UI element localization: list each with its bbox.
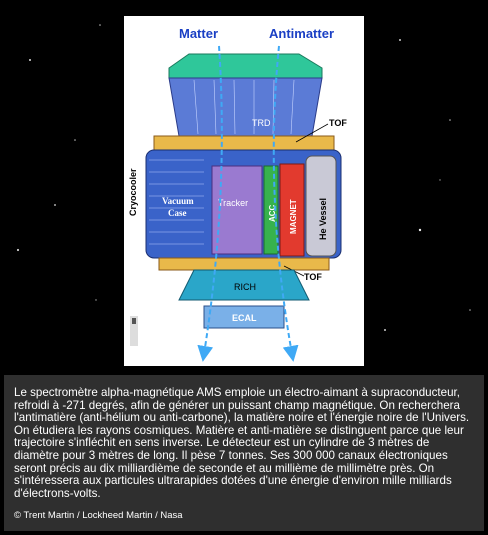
tof-bottom-label: TOF (304, 272, 322, 282)
ecal (203, 305, 285, 329)
vacuum-case-line-1: Vacuum (162, 196, 194, 206)
starfield-background (16, 24, 471, 331)
vacuum-case-line-2: Case (168, 208, 187, 218)
tracker-label: Tracker (218, 198, 248, 208)
ams-diagram: Matter Antimatter TRD TOF Vacuum Case Cr… (124, 16, 364, 366)
antimatter-label: Antimatter (269, 26, 334, 41)
tof-bottom-ring (158, 257, 330, 271)
trd-label: TRD (252, 118, 271, 128)
photo-credit: © Trent Martin / Lockheed Martin / Nasa (14, 510, 183, 521)
acc-counter (263, 165, 279, 255)
matter-trajectory (197, 45, 223, 362)
trd-body (168, 77, 323, 137)
antimatter-trajectory (272, 45, 299, 362)
rich-label: RICH (234, 282, 256, 292)
rich (178, 269, 310, 301)
he-vessel (305, 155, 337, 257)
tof-top-label: TOF (329, 118, 347, 128)
magnet-label: MAGNET (289, 199, 298, 234)
caption-text: Le spectromètre alpha-magnétique AMS emp… (14, 386, 470, 500)
caption-box: Le spectromètre alpha-magnétique AMS emp… (4, 375, 484, 531)
tof-top-ring (153, 135, 335, 151)
matter-label: Matter (179, 26, 218, 41)
he-vessel-label: He Vessel (318, 198, 328, 240)
acc-label: ACC (268, 204, 277, 222)
magnet (279, 163, 305, 257)
tof-top-leader (295, 123, 329, 143)
cryocooler-label: Cryocooler (128, 168, 138, 216)
trd-top-plate (168, 53, 323, 79)
vacuum-case-label: Vacuum Case (162, 196, 196, 218)
ecal-label: ECAL (232, 313, 257, 323)
logo-mark (130, 316, 138, 346)
